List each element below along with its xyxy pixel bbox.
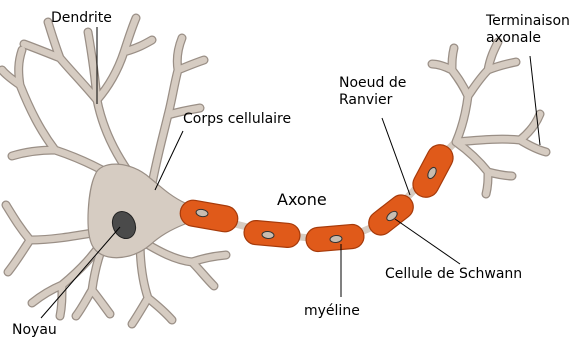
label-myeline: myéline bbox=[304, 303, 360, 320]
schwann-cell-2 bbox=[243, 220, 301, 249]
label-dendrite: Dendrite bbox=[51, 10, 112, 27]
leader-noeud bbox=[382, 118, 410, 195]
label-terminaison-line1: Terminaison bbox=[486, 13, 586, 30]
label-terminaison-axonale: Terminaison axonale bbox=[486, 13, 586, 47]
schwann-cell-1 bbox=[178, 198, 240, 234]
label-noeud-de-ranvier: Noeud de Ranvier bbox=[339, 75, 429, 109]
axon-terminals bbox=[432, 42, 546, 194]
label-cellule-de-schwann: Cellule de Schwann bbox=[385, 266, 522, 283]
cell-body bbox=[88, 164, 190, 258]
schwann-cell-3 bbox=[305, 224, 365, 253]
label-axone: Axone bbox=[277, 191, 327, 208]
label-noyau: Noyau bbox=[12, 322, 57, 339]
label-corps-cellulaire: Corps cellulaire bbox=[183, 111, 291, 128]
schwann-cell-5 bbox=[408, 140, 457, 202]
label-terminaison-line2: axonale bbox=[486, 30, 586, 47]
leader-schwann bbox=[395, 219, 460, 264]
label-noeud-line1: Noeud de bbox=[339, 75, 429, 92]
label-noeud-line2: Ranvier bbox=[339, 92, 429, 109]
